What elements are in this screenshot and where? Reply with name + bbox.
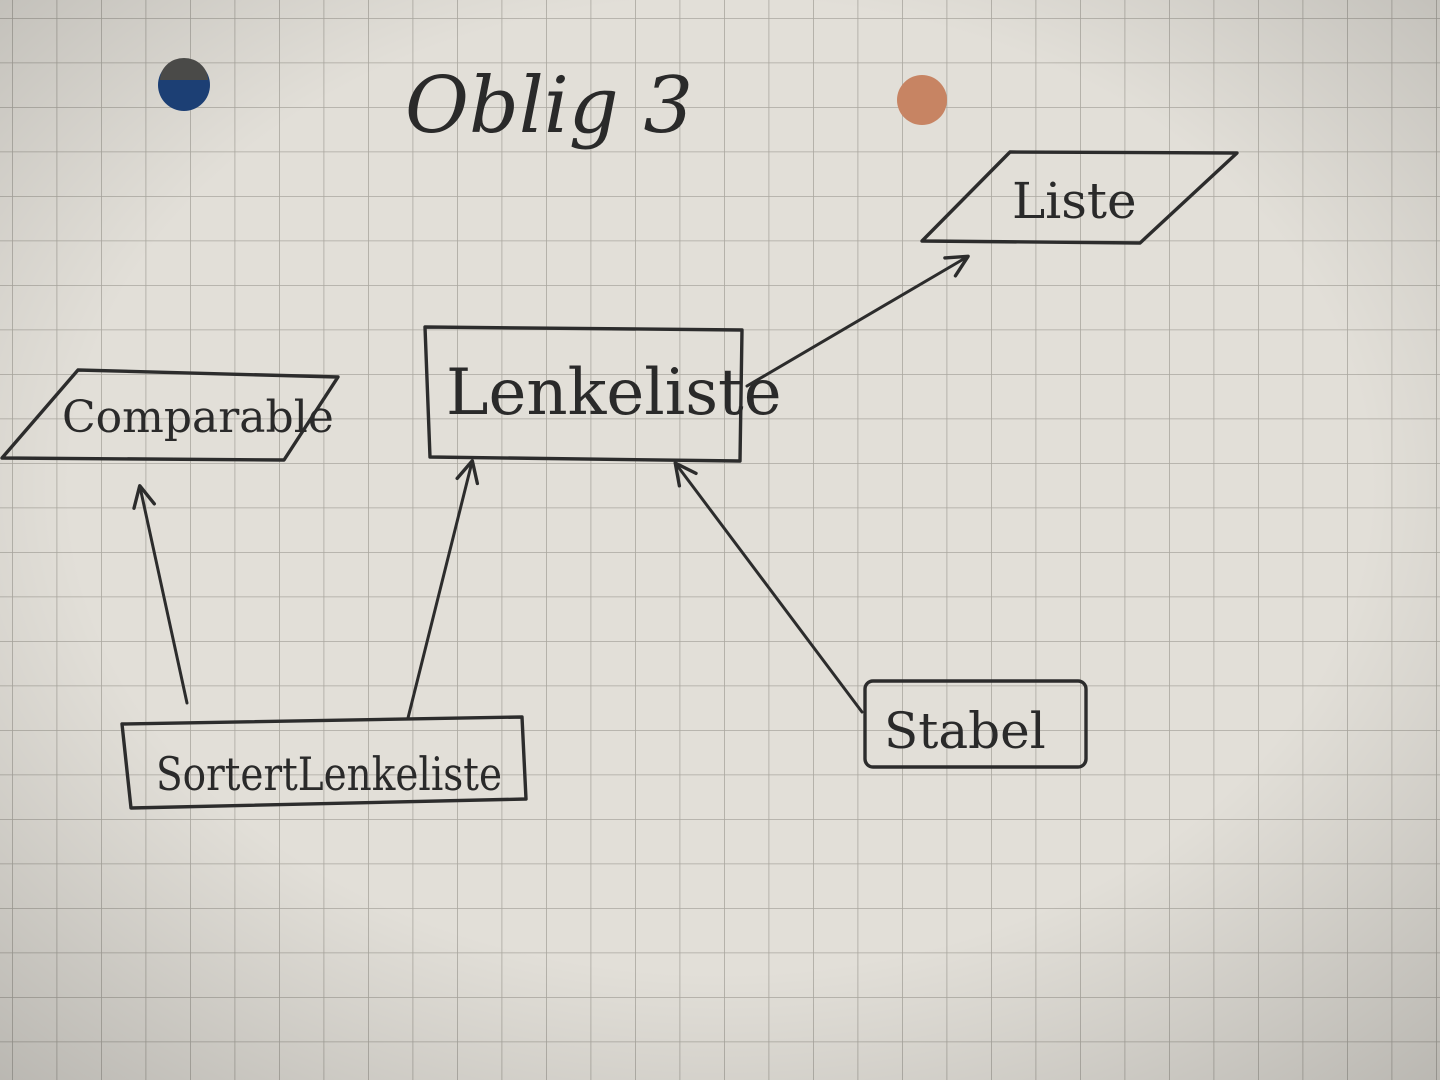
node-lenkeliste: Lenkeliste <box>423 325 782 463</box>
punch-hole-left <box>158 58 210 111</box>
node-sortertlenkeliste: SortertLenkeliste <box>120 715 528 810</box>
node-stabel: Stabel <box>863 679 1088 769</box>
arrow-stabel-to-lenkeliste <box>673 461 864 714</box>
arrow-sortertlenkeliste-to-comparable <box>132 484 189 705</box>
node-lenkeliste-label: Lenkeliste <box>446 356 782 430</box>
arrow-sortertlenkeliste-to-lenkeliste <box>406 459 480 720</box>
punch-hole-right <box>897 75 947 125</box>
node-liste-label: Liste <box>1012 172 1137 230</box>
node-sortertlenkeliste-label: SortertLenkeliste <box>156 747 502 801</box>
arrow-lenkeliste-to-liste <box>745 254 970 388</box>
node-stabel-label: Stabel <box>884 702 1046 760</box>
node-comparable: Comparable <box>0 368 340 462</box>
diagram-title: Oblig 3 <box>405 61 693 151</box>
node-comparable-label: Comparable <box>62 392 334 443</box>
node-liste: Liste <box>920 150 1239 245</box>
